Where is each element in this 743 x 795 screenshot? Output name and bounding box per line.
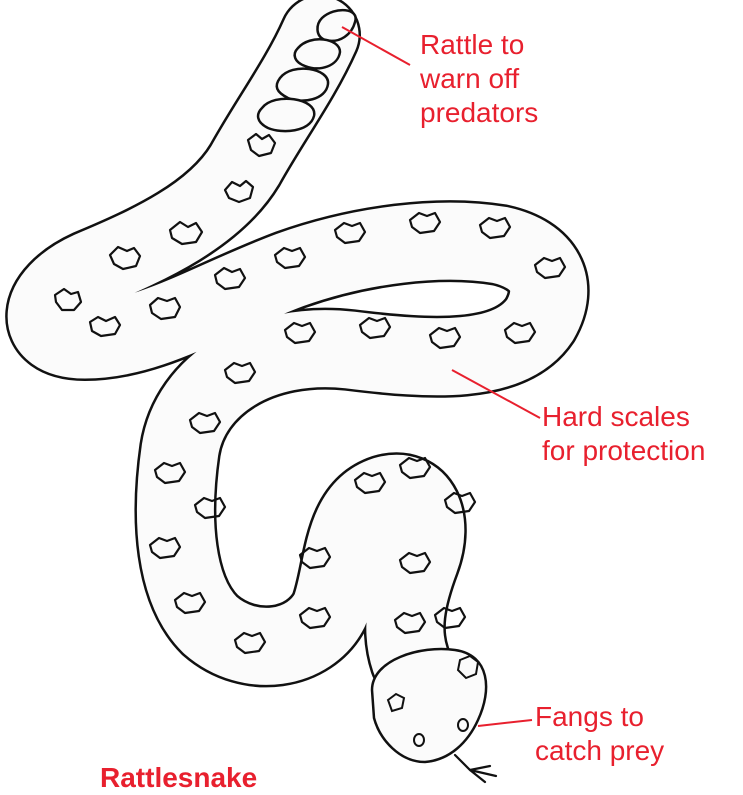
label-rattle-line-3: predators bbox=[420, 96, 538, 130]
leader-line-fangs bbox=[478, 720, 532, 726]
forked-tongue bbox=[455, 755, 496, 782]
label-scales-line-2: for protection bbox=[542, 434, 705, 468]
label-fangs-line-2: catch prey bbox=[535, 734, 664, 768]
rattle-segment bbox=[277, 69, 328, 101]
label-rattle: Rattle to warn off predators bbox=[420, 28, 538, 130]
rattle-segment bbox=[258, 99, 314, 131]
rattle-segment bbox=[295, 39, 340, 68]
label-fangs-line-1: Fangs to bbox=[535, 700, 664, 734]
snake-head bbox=[372, 649, 496, 782]
diagram-title: Rattlesnake bbox=[100, 761, 257, 790]
label-scales-line-1: Hard scales bbox=[542, 400, 705, 434]
label-rattle-line-1: Rattle to bbox=[420, 28, 538, 62]
label-rattle-line-2: warn off bbox=[420, 62, 538, 96]
label-fangs: Fangs to catch prey bbox=[535, 700, 664, 768]
label-scales: Hard scales for protection bbox=[542, 400, 705, 468]
